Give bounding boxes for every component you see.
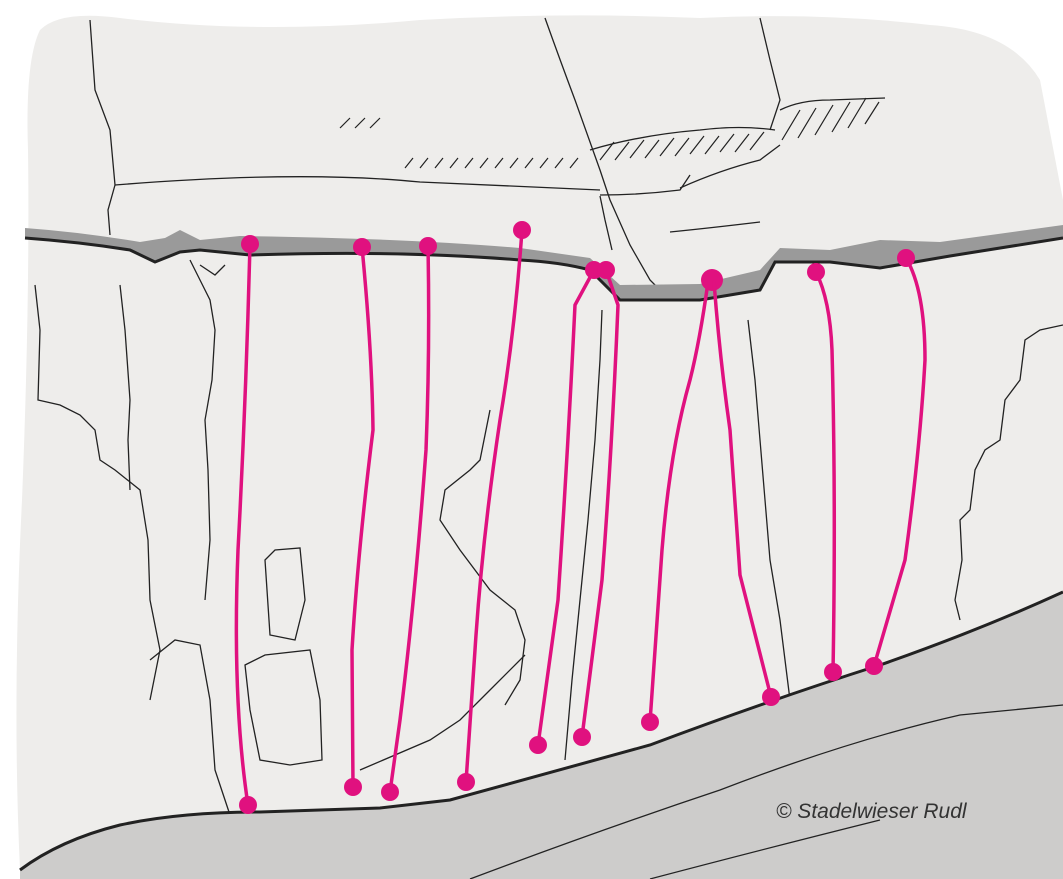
route-top-point	[419, 237, 437, 255]
route-start-point	[865, 657, 883, 675]
route-top-point	[701, 269, 723, 291]
route-start-point	[824, 663, 842, 681]
route-start-point	[573, 728, 591, 746]
route-start-point	[239, 796, 257, 814]
route-start-point	[641, 713, 659, 731]
route-start-point	[529, 736, 547, 754]
route-top-point	[241, 235, 259, 253]
route-start-point	[457, 773, 475, 791]
route-top-point	[897, 249, 915, 267]
route-start-point	[344, 778, 362, 796]
route-top-point	[597, 261, 615, 279]
copyright-credit: © Stadelwieser Rudl	[776, 800, 967, 824]
route-start-point	[762, 688, 780, 706]
route-top-point	[807, 263, 825, 281]
route-top-point	[353, 238, 371, 256]
route-top-point	[513, 221, 531, 239]
route-start-point	[381, 783, 399, 801]
